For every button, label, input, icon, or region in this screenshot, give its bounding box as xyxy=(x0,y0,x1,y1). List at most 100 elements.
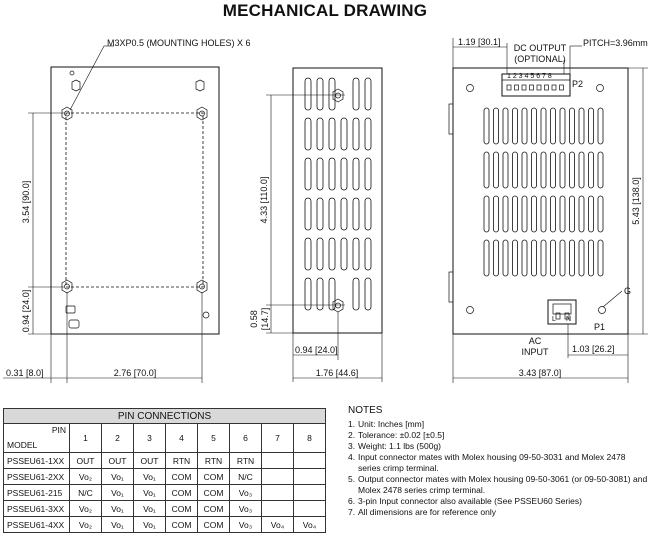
mounting-hole xyxy=(61,106,73,121)
input-connector-p1 xyxy=(547,299,577,325)
pin-table-title: PIN CONNECTIONS xyxy=(3,408,326,424)
model-name-cell: PSSEU61-1XX xyxy=(3,452,70,469)
note-text: Output connector mates with Molex housin… xyxy=(358,474,648,495)
ground-label: G xyxy=(624,286,631,296)
pin-cell: RTN xyxy=(165,452,198,469)
vent-slot xyxy=(493,195,499,233)
vent-slot xyxy=(304,197,312,231)
p2-label: P2 xyxy=(572,79,583,89)
vent-slot xyxy=(540,195,547,233)
vent-slot xyxy=(559,151,566,189)
vent-slot xyxy=(316,117,324,151)
vent-slot xyxy=(512,239,518,277)
standoff xyxy=(195,79,205,92)
vent-slot xyxy=(597,239,604,277)
pin-cell: Vo₁ xyxy=(101,468,134,485)
vent-slot xyxy=(502,239,509,277)
vent-slot xyxy=(340,197,348,231)
vent-slot xyxy=(316,277,324,311)
vent-slot xyxy=(364,77,372,111)
pin-cell: Vo₁ xyxy=(101,500,134,517)
vent-slot xyxy=(559,107,566,145)
mechanical-drawing: M3XP0.5 (MOUNTING HOLES) X 6 3.54 [90.0]… xyxy=(3,37,648,383)
vent-slot xyxy=(304,77,312,111)
vent-slot xyxy=(559,195,566,233)
pin-cell: Vo₁ xyxy=(133,500,166,517)
dim-input-offset: 1.03 [26.2] xyxy=(572,344,615,354)
dim-hole-spacing: 2.76 [70.0] xyxy=(114,368,157,378)
note-item: 2.Tolerance: ±0.02 [±0.5] xyxy=(348,430,648,441)
vent-slot xyxy=(493,239,499,277)
note-item: 6.3-pin Input connector also available (… xyxy=(348,496,648,507)
connector-pin xyxy=(544,84,549,91)
vent-slot xyxy=(550,195,556,233)
vent-slot xyxy=(352,77,360,111)
connector-pin xyxy=(529,84,534,91)
note-number: 1. xyxy=(348,419,356,429)
connector-pin xyxy=(521,84,527,91)
vent-slot xyxy=(493,107,499,145)
vent-slot xyxy=(340,157,348,191)
connector-pin xyxy=(514,84,519,91)
dim-side-offset: 0.58 xyxy=(249,310,259,328)
mounting-hole xyxy=(61,279,73,294)
vent-slot xyxy=(531,151,537,189)
note-number: 6. xyxy=(348,496,356,506)
vent-slot xyxy=(540,151,547,189)
vent-slot xyxy=(578,151,585,189)
vent-slot xyxy=(352,237,360,271)
input-label: INPUT xyxy=(522,347,550,357)
note-number: 4. xyxy=(348,452,356,462)
pin-cell: OUT xyxy=(101,452,134,469)
vent-slot xyxy=(340,237,348,271)
note-number: 2. xyxy=(348,430,356,440)
pin-cell: COM xyxy=(197,516,230,533)
pin-cell: OUT xyxy=(133,452,166,469)
optional-label: (OPTIONAL) xyxy=(514,54,566,64)
connector-pin xyxy=(559,84,564,91)
dim-height-holes: 3.54 [90.0] xyxy=(21,181,31,224)
vent-slot xyxy=(597,195,604,233)
pin-cell: COM xyxy=(165,468,198,485)
connector-pin xyxy=(536,84,542,91)
vent-slot xyxy=(502,107,509,145)
note-item: 7.All dimensions are for reference only xyxy=(348,507,648,518)
note-item: 1.Unit: Inches [mm] xyxy=(348,419,648,430)
vent-slot xyxy=(364,277,372,311)
vent-slot xyxy=(550,107,556,145)
pin-cell xyxy=(261,468,294,485)
output-connector-p2 xyxy=(501,73,571,97)
vent-slot xyxy=(588,239,594,277)
pin-number-header: 8 xyxy=(293,423,326,453)
vent-slot xyxy=(328,157,336,191)
pin-cell: Vo₂ xyxy=(69,516,102,533)
pin-cell: COM xyxy=(197,484,230,501)
note-item: 3.Weight: 1.1 lbs (500g) xyxy=(348,441,648,452)
mounting-hole xyxy=(196,279,208,294)
input-l-label: L xyxy=(552,316,556,323)
vent-slot xyxy=(340,117,348,151)
vent-slot xyxy=(588,107,594,145)
pin-number-header: 3 xyxy=(133,423,166,453)
vent-slot xyxy=(364,237,372,271)
dim-left-offset: 0.31 [8.0] xyxy=(6,368,44,378)
vent-slot xyxy=(502,195,509,233)
vent-slot xyxy=(483,151,490,189)
vent-slot xyxy=(364,157,372,191)
vent-slot xyxy=(550,151,556,189)
vent-slot xyxy=(328,197,336,231)
dc-output-label: DC OUTPUT xyxy=(514,43,567,53)
mounting-hole xyxy=(332,88,344,103)
note-text: Weight: 1.1 lbs (500g) xyxy=(358,441,441,451)
vent-slot xyxy=(483,195,490,233)
pin-cell: Vo₄ xyxy=(261,516,294,533)
pin-cell: N/C xyxy=(229,468,262,485)
dim-hole-offset: 0.94 [24.0] xyxy=(21,290,31,333)
vent-slot xyxy=(304,157,312,191)
dim-side-holes: 4.33 [110.0] xyxy=(259,177,269,224)
vent-slot xyxy=(521,239,528,277)
vent-slot xyxy=(569,195,575,233)
